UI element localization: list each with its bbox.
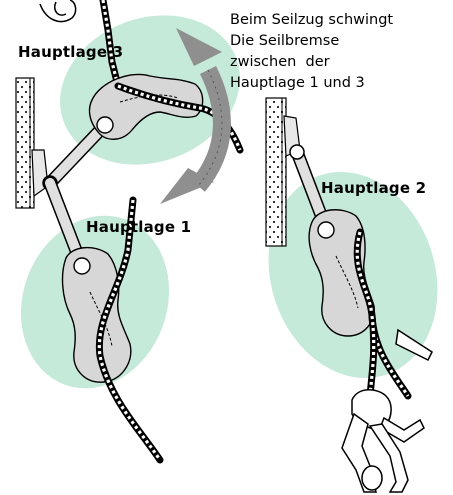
label-hauptlage-2: Hauptlage 2 [321, 179, 426, 197]
caption-line: zwischen der [230, 52, 393, 73]
wall-icon [266, 98, 286, 246]
caption: Beim Seilzug schwingt Die Seilbremse zwi… [230, 10, 393, 94]
caption-line: Die Seilbremse [230, 31, 393, 52]
caption-line: Hauptlage 1 und 3 [230, 73, 393, 94]
climber-feet-icon [40, 0, 76, 22]
wall-icon [16, 78, 34, 208]
caption-line: Beim Seilzug schwingt [230, 10, 393, 31]
label-hauptlage-1: Hauptlage 1 [86, 218, 191, 236]
label-hauptlage-3: Hauptlage 3 [18, 43, 123, 61]
